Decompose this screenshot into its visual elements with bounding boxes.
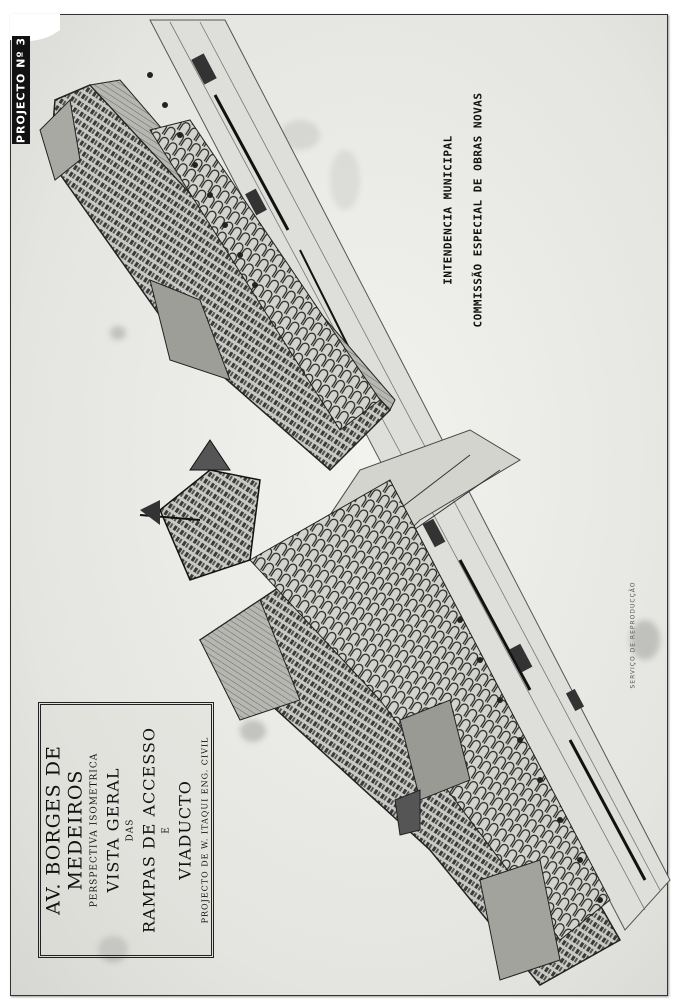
project-number-tag: PROJECTO Nº 3	[12, 36, 30, 144]
project-number-label: PROJECTO Nº 3	[15, 37, 28, 143]
title-line-4: E	[162, 712, 172, 948]
title-line-3: RAMPAS DE ACCESSO	[140, 712, 159, 948]
avenue-title: AV. BORGES DE MEDEIROS	[43, 712, 87, 948]
agency-line-1: INTENDENCIA MUNICIPAL	[440, 135, 456, 285]
agency-line-2: COMMISSÃO ESPECIAL DE OBRAS NOVAS	[470, 105, 486, 315]
commission-name: COMMISSÃO ESPECIAL DE OBRAS NOVAS	[472, 92, 485, 327]
agency-name: INTENDENCIA MUNICIPAL	[442, 135, 455, 285]
title-content: AV. BORGES DE MEDEIROS PERSPECTIVA ISOME…	[43, 712, 210, 948]
project-credit: PROJECTO DE W. ITAQUI ENG. CIVIL	[201, 712, 210, 948]
title-line-5: VIADUCTO	[176, 712, 195, 948]
printer-credit: SERVIÇO DE REPRODUCÇÃO	[628, 560, 638, 710]
title-block: AV. BORGES DE MEDEIROS PERSPECTIVA ISOME…	[38, 702, 214, 958]
title-line-2: DAS	[126, 712, 136, 948]
printer-credit-text: SERVIÇO DE REPRODUCÇÃO	[630, 581, 637, 688]
perspective-subtitle: PERSPECTIVA ISOMETRICA	[90, 712, 100, 948]
title-line-1: VISTA GERAL	[104, 712, 123, 948]
